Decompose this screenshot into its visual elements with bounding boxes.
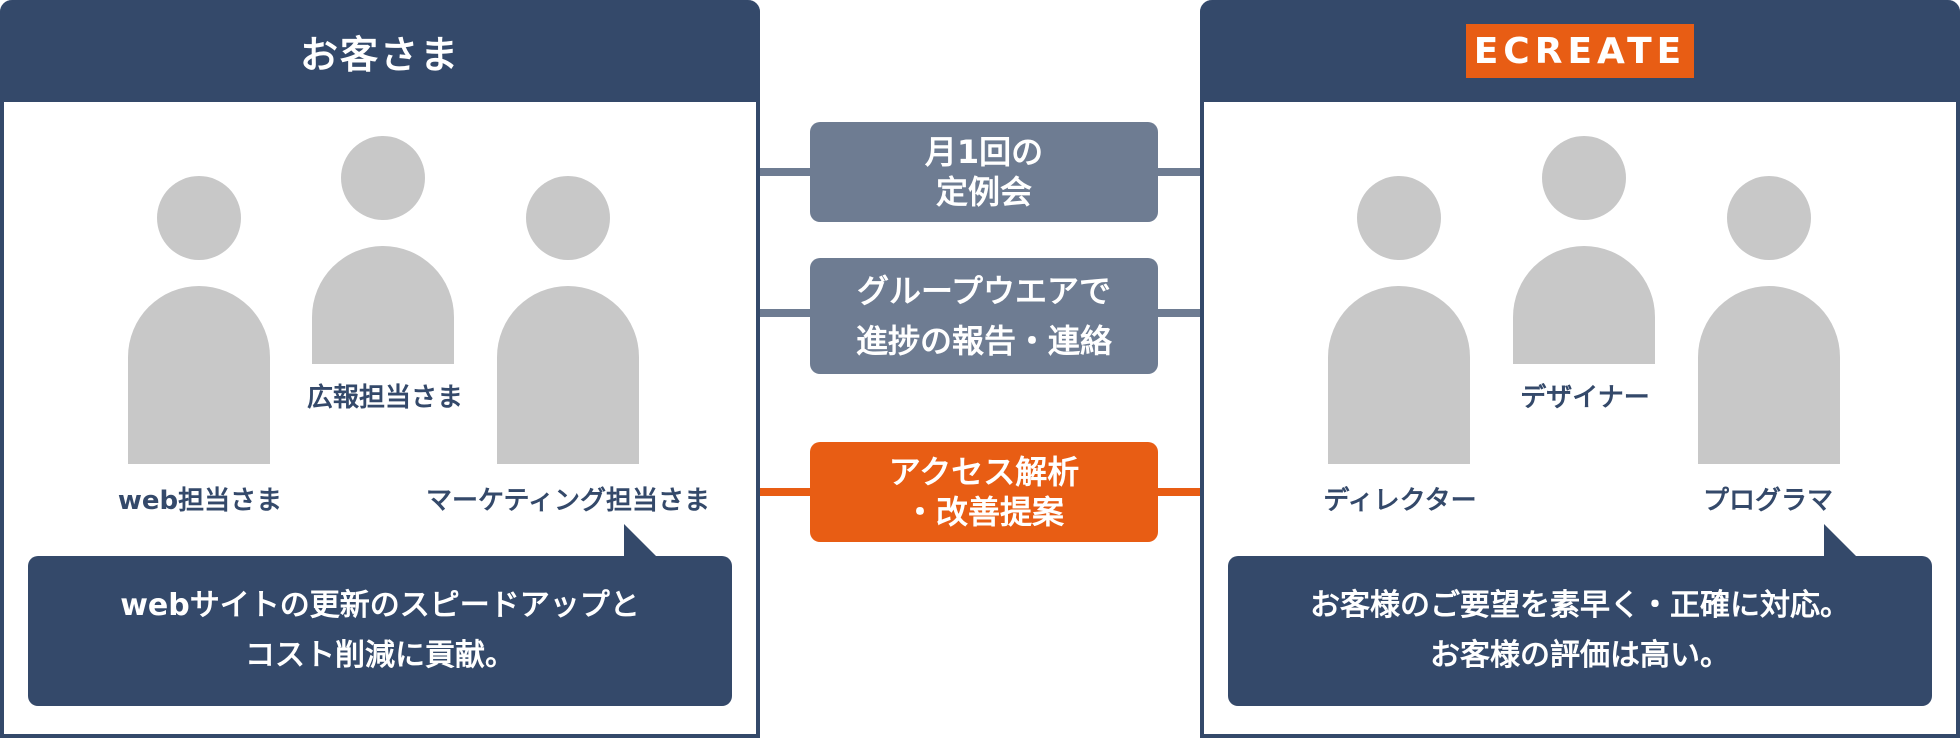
connection-analysis-line-1: アクセス解析 bbox=[888, 453, 1080, 491]
connection-box-monthly-meeting: 月1回の 定例会 bbox=[810, 122, 1158, 222]
connection-box-groupware: グループウエアで 進捗の報告・連絡 bbox=[810, 258, 1158, 374]
customer-panel: お客さま web担当さま 広報担当さま マーケティング担当さま webサイトの更… bbox=[0, 0, 760, 738]
connection-groupware-line-1: グループウエアで bbox=[856, 272, 1112, 310]
customer-message-line-1: webサイトの更新のスピードアップと bbox=[120, 588, 640, 623]
person-label-designer: デザイナー bbox=[1520, 383, 1650, 413]
connection-monthly-line-1: 月1回の bbox=[924, 133, 1044, 171]
customer-message-bubble: webサイトの更新のスピードアップと コスト削減に貢献。 bbox=[28, 556, 732, 706]
customer-panel-header: お客さま bbox=[0, 0, 760, 102]
person-label-marketing: マーケティング担当さま bbox=[426, 486, 710, 516]
company-panel-header: ECREATE bbox=[1200, 0, 1960, 102]
customer-panel-title: お客さま bbox=[299, 32, 460, 77]
connection-box-analysis: アクセス解析 ・改善提案 bbox=[810, 442, 1158, 542]
company-message-line-2: お客様の評価は高い。 bbox=[1430, 638, 1730, 673]
person-label-pr: 広報担当さま bbox=[306, 383, 464, 413]
customer-bubble-tail bbox=[624, 524, 658, 558]
company-message-bubble: お客様のご要望を素早く・正確に対応。 お客様の評価は高い。 bbox=[1228, 556, 1932, 706]
company-message-line-1: お客様のご要望を素早く・正確に対応。 bbox=[1310, 588, 1850, 623]
connection-analysis-line-2: ・改善提案 bbox=[903, 493, 1064, 531]
person-label-programmer: プログラマ bbox=[1702, 486, 1834, 516]
person-label-director: ディレクター bbox=[1323, 486, 1477, 516]
company-bubble-tail bbox=[1824, 524, 1858, 558]
ecreate-logo: ECREATE bbox=[1466, 24, 1694, 78]
company-panel: ECREATE ディレクター デザイナー プログラマ お客様のご要望を素早く・正… bbox=[1200, 0, 1960, 738]
customer-message-line-2: コスト削減に貢献。 bbox=[245, 638, 515, 673]
connection-groupware-line-2: 進捗の報告・連絡 bbox=[855, 322, 1112, 360]
connection-monthly-line-2: 定例会 bbox=[935, 173, 1032, 211]
person-label-web: web担当さま bbox=[117, 486, 283, 516]
